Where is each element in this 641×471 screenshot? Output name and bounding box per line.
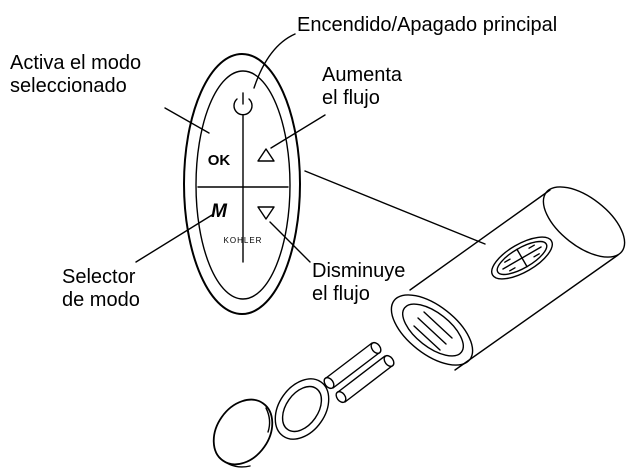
- mode-button[interactable]: M: [211, 201, 228, 222]
- mode-selector-label: Selector de modo: [62, 266, 140, 312]
- remote-to-device-leader-line: [304, 170, 486, 245]
- power-button[interactable]: [228, 86, 258, 116]
- battery-2-cap: [370, 341, 382, 355]
- power-icon: [233, 92, 253, 116]
- activate-mode-label-line2: seleccionado: [10, 75, 127, 97]
- decrease-flow-label: Disminuye el flujo: [312, 260, 405, 306]
- brand-logo: KOHLER: [224, 236, 263, 245]
- mode-selector-leader-line: [135, 214, 213, 263]
- battery-2-base: [323, 376, 335, 390]
- increase-flow-leader-line: [270, 114, 326, 149]
- increase-flow-button[interactable]: [252, 140, 282, 170]
- ok-button[interactable]: OK: [208, 152, 231, 169]
- power-label-text: Encendido/Apagado principal: [297, 14, 558, 36]
- increase-flow-label-line2: el flujo: [322, 87, 380, 109]
- decrease-flow-button[interactable]: [252, 198, 282, 228]
- device-battery-contacts: [413, 311, 453, 351]
- triangle-up-icon: [257, 148, 275, 162]
- mode-selector-label-line2: de modo: [62, 289, 140, 311]
- battery-1-base: [335, 390, 347, 404]
- decrease-flow-leader-line: [269, 221, 311, 263]
- device-body-top-edge: [409, 189, 551, 291]
- device-body-bottom-edge: [454, 254, 619, 371]
- device-inner-rim: [402, 303, 464, 357]
- device-end-cap: [542, 186, 626, 258]
- triangle-down-icon: [257, 206, 275, 220]
- battery-icon: [323, 341, 395, 404]
- gasket-ring: [274, 378, 330, 440]
- battery-1-body: [337, 355, 393, 403]
- decrease-flow-label-line1: Disminuye: [312, 260, 406, 282]
- device-open-end: [390, 294, 474, 366]
- mode-selector-label-line1: Selector: [62, 266, 136, 288]
- device-body: [390, 186, 626, 371]
- increase-flow-label-line1: Aumenta: [322, 64, 403, 86]
- device-keypad: [491, 236, 553, 280]
- decrease-flow-label-line2: el flujo: [312, 283, 370, 305]
- remote-outer-shell: [183, 53, 301, 315]
- increase-flow-label: Aumenta el flujo: [322, 64, 402, 110]
- remote-control: [183, 53, 301, 315]
- battery-1-cap: [383, 354, 395, 368]
- activate-mode-label: Activa el modo seleccionado: [10, 52, 141, 98]
- power-label: Encendido/Apagado principal: [297, 14, 557, 37]
- battery-2-body: [325, 342, 380, 389]
- power-leader-line: [253, 33, 296, 89]
- remote-inner-face: [195, 70, 291, 300]
- battery-cap: [212, 398, 274, 468]
- activate-mode-label-line1: Activa el modo: [10, 52, 142, 74]
